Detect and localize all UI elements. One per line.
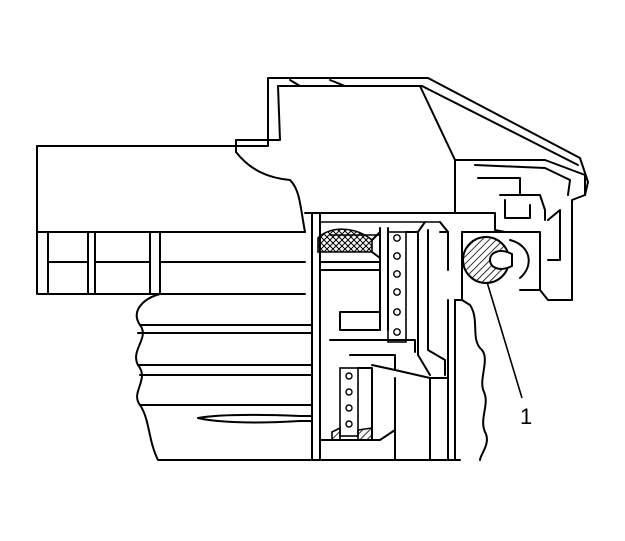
spring-lower	[339, 367, 359, 437]
bellows-body	[135, 293, 461, 461]
callout-label-1: 1	[520, 404, 532, 429]
right-housing	[447, 159, 586, 461]
spring-upper	[387, 231, 407, 343]
retaining-clip	[462, 236, 513, 284]
callout-1: 1	[486, 281, 532, 429]
center-valve	[304, 212, 456, 461]
top-cover	[36, 77, 589, 214]
left-housing	[36, 145, 306, 295]
